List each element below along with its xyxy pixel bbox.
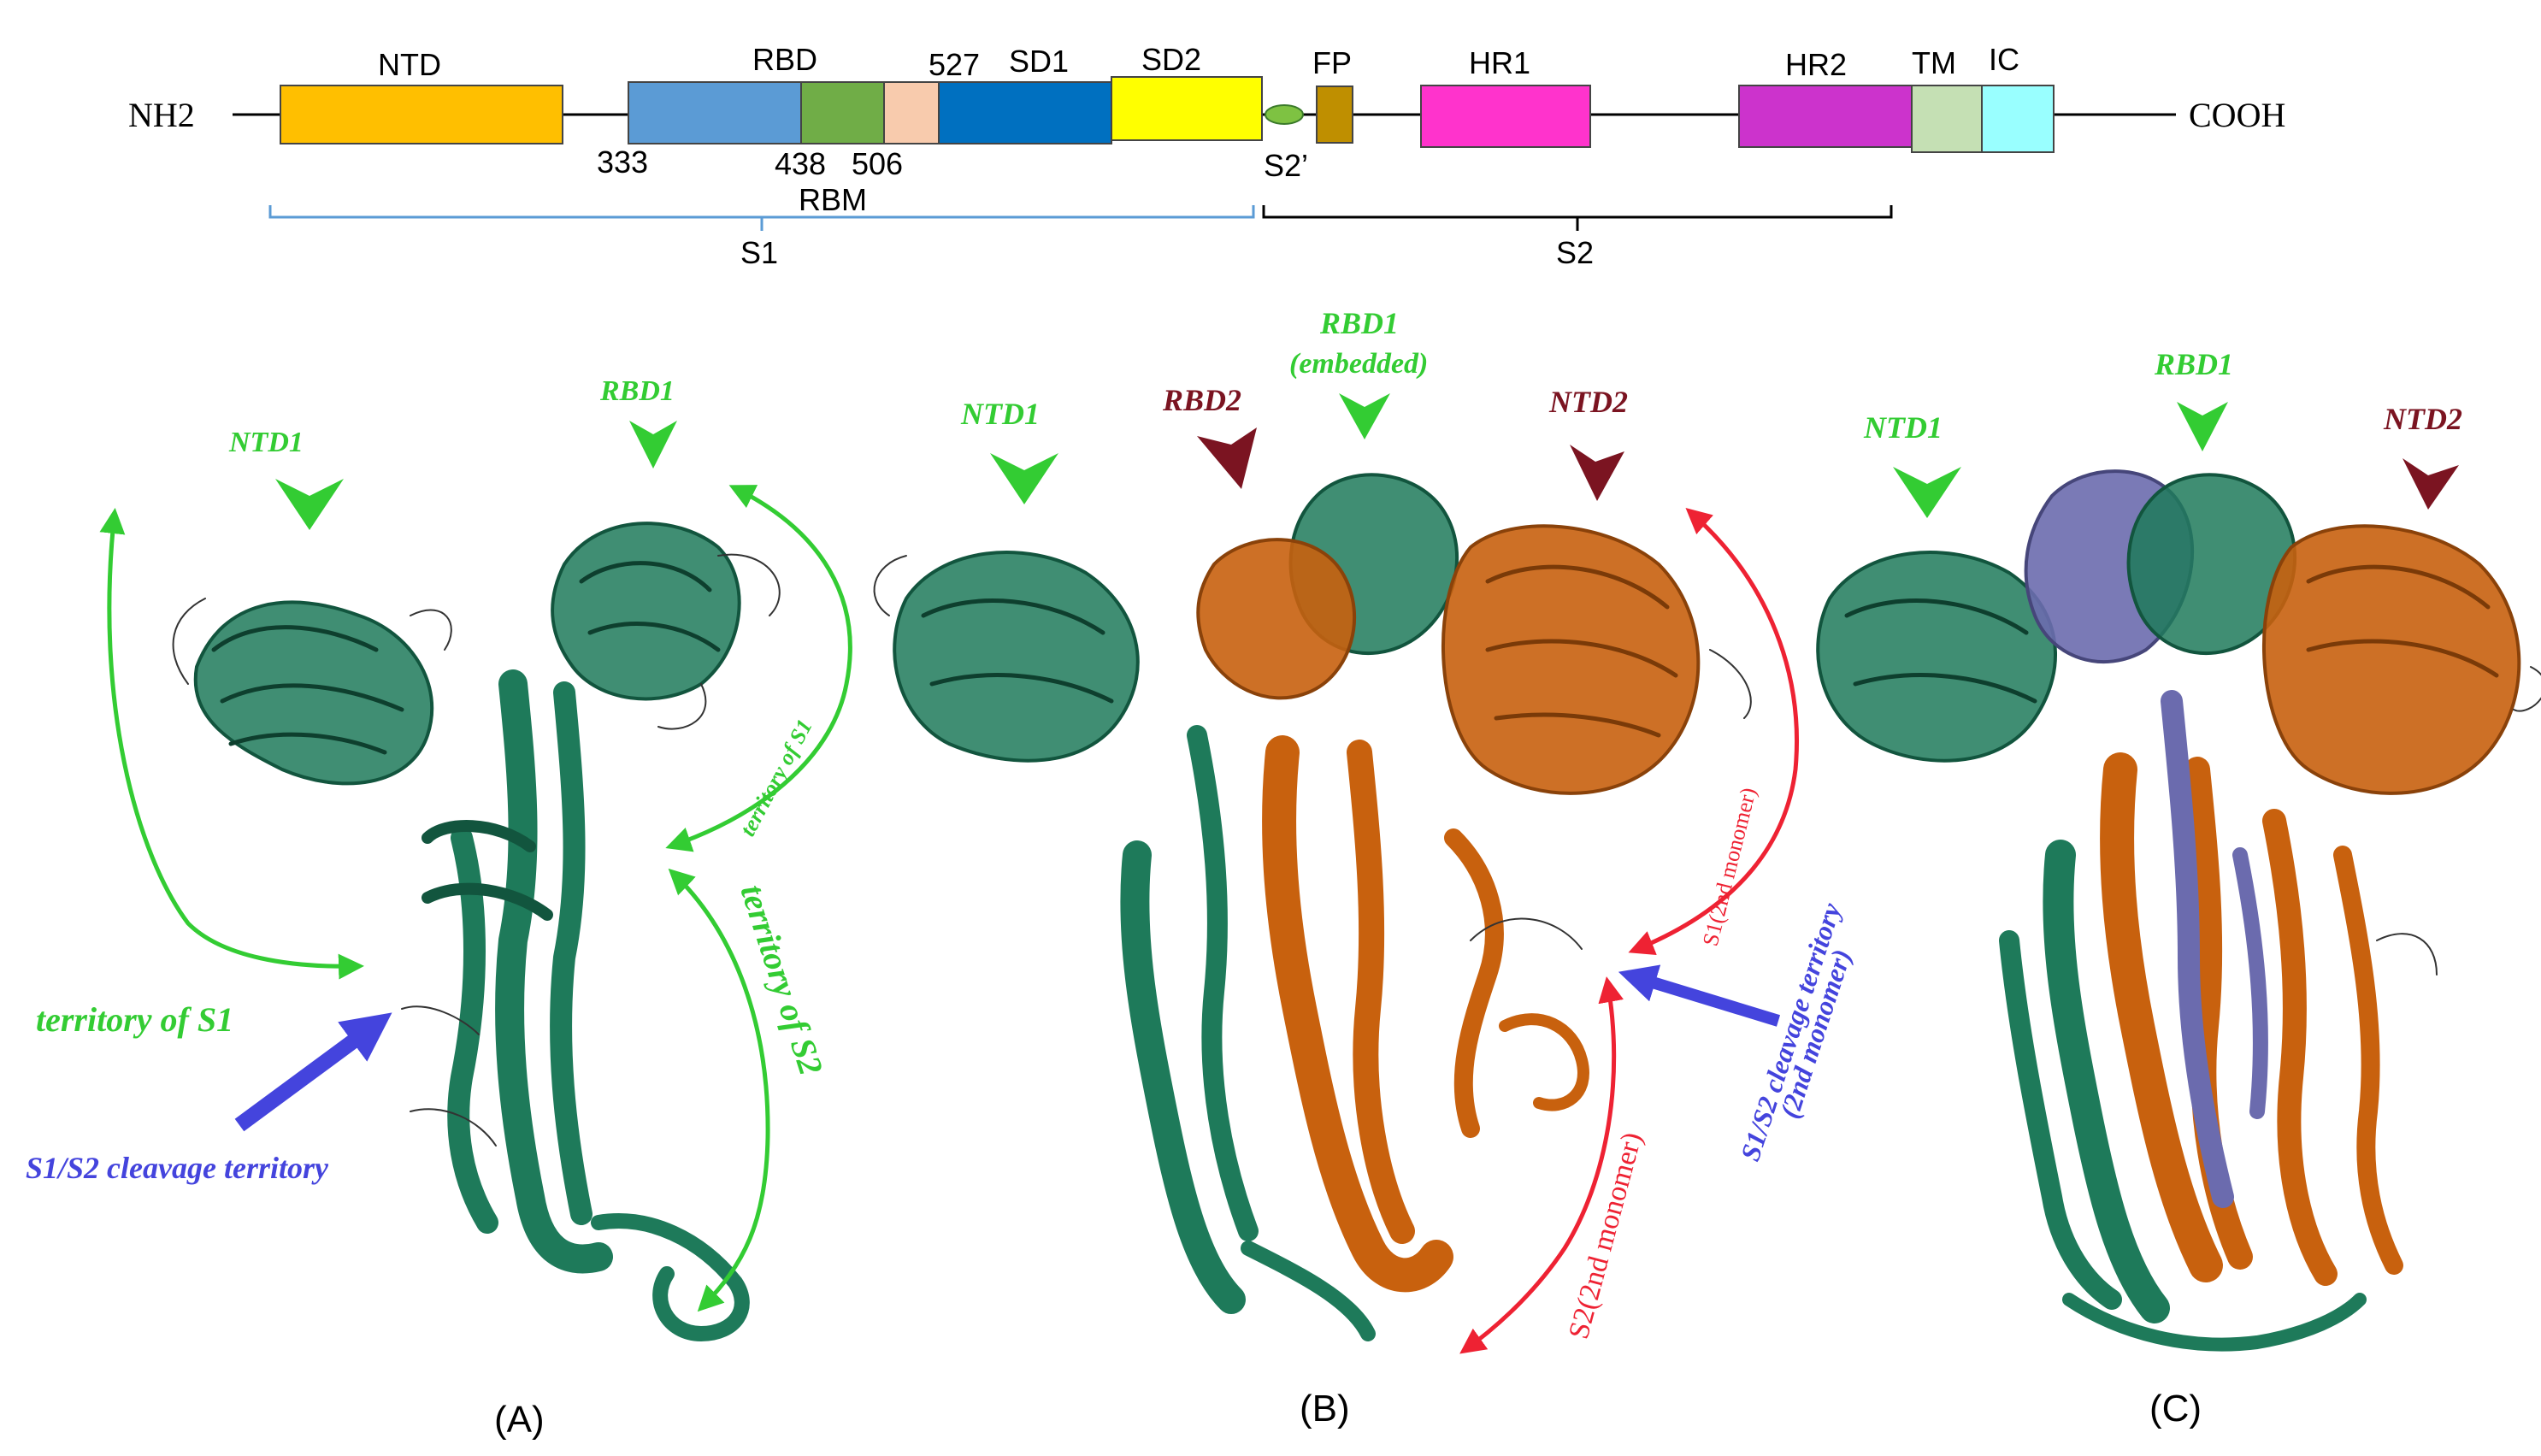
label-rbm: RBM — [799, 182, 867, 217]
label-438: 438 — [775, 146, 826, 181]
domain-rbm-green — [800, 81, 885, 144]
s1-bracket — [268, 205, 1255, 231]
panel-a-caption: (A) — [494, 1399, 545, 1441]
domain-rbm-peach — [883, 81, 940, 144]
panel-a-rbd-pointer — [629, 421, 677, 469]
panel-b-ntd1-pointer — [990, 453, 1058, 504]
panel-b-rbd2-pointer — [1197, 427, 1257, 489]
panel-b-ntd1-label: NTD1 — [960, 397, 1040, 431]
label-sd2: SD2 — [1141, 42, 1201, 77]
panel-b-rbd1-label: RBD1 — [1319, 306, 1399, 340]
panel-a-cleavage-label: S1/S2 cleavage territory — [26, 1151, 329, 1185]
panel-b-s2-second-arrow — [1459, 976, 1624, 1354]
panel-a-s1-right-arrow — [665, 485, 852, 852]
panel-c-ntd1-pointer — [1893, 467, 1961, 518]
label-sd1: SD1 — [1009, 44, 1069, 79]
panel-a-s2-arrow — [668, 868, 770, 1312]
panel-a-ntd-label: NTD1 — [228, 427, 304, 458]
panel-c-rbd1-label: RBD1 — [2154, 347, 2233, 381]
domain-map: NH2 COOH NTD RBD 527 SD1 SD2 FP HR1 HR2 … — [128, 42, 2285, 270]
label-fp: FP — [1312, 45, 1352, 80]
panel-c-ntd2-pointer — [2402, 458, 2459, 510]
panel-b: NTD1 RBD2 RBD1 (embedded) NTD2 S1(2nd mo… — [873, 306, 1857, 1429]
nh2-terminal: NH2 — [128, 96, 195, 134]
panel-b-s1-second-label: S1(2nd monomer) — [1698, 785, 1761, 948]
domain-ntd — [280, 85, 563, 144]
panel-b-ntd2-label: NTD2 — [1548, 385, 1628, 419]
panel-b-ntd2-pointer — [1570, 445, 1624, 501]
panel-c-caption: (C) — [2149, 1388, 2202, 1429]
cleavage-site-marker — [1265, 104, 1304, 125]
s2-bracket — [1262, 205, 1893, 231]
panel-b-rbd2-label: RBD2 — [1162, 383, 1241, 417]
panel-b-s2-second-label: S2(2nd monomer) — [1563, 1129, 1648, 1342]
domain-sd2 — [1111, 76, 1263, 141]
label-ic: IC — [1989, 42, 2019, 77]
panel-c-ntd2-label: NTD2 — [2383, 402, 2462, 436]
panel-a: NTD1 RBD1 territory of S1 territory of S… — [26, 375, 852, 1441]
label-ntd: NTD — [378, 47, 441, 82]
label-s2: S2 — [1556, 235, 1594, 270]
panel-c-ntd1-label: NTD1 — [1863, 410, 1943, 445]
cooh-terminal: COOH — [2189, 96, 2285, 134]
domain-hr1 — [1420, 85, 1591, 148]
label-527: 527 — [929, 47, 980, 82]
label-tm: TM — [1912, 45, 1956, 80]
domain-rbd — [628, 81, 802, 144]
panel-a-territory-s2: territory of S2 — [733, 880, 830, 1080]
domain-hr2 — [1738, 85, 1913, 148]
domain-fp — [1316, 85, 1353, 144]
panel-a-s1-left-arrow — [99, 508, 364, 980]
label-333: 333 — [597, 144, 648, 180]
panel-c: NTD1 RBD1 NTD2 (C) — [1816, 347, 2541, 1429]
panel-b-dimer-structure — [873, 473, 1752, 1341]
domain-ic — [1981, 85, 2055, 153]
domain-tm — [1911, 85, 1983, 153]
label-hr2: HR2 — [1785, 47, 1847, 82]
panel-a-ntd-pointer — [275, 479, 344, 530]
panel-b-s1-second-arrow — [1628, 508, 1799, 956]
label-s2-prime: S2’ — [1264, 148, 1308, 183]
label-hr1: HR1 — [1469, 45, 1530, 80]
domain-sd1 — [938, 81, 1112, 144]
panel-b-cleavage-arrow — [1618, 964, 1781, 1027]
panel-c-rbd1-pointer — [2177, 402, 2228, 451]
panel-b-rbd1-pointer — [1339, 393, 1390, 439]
label-rbd: RBD — [752, 42, 817, 77]
panel-b-rbd1-sub: (embedded) — [1289, 348, 1428, 380]
panel-c-trimer-structure — [1816, 469, 2541, 1352]
label-506: 506 — [852, 146, 903, 181]
panel-a-territory-s1-right: territory of S1 — [735, 716, 817, 840]
panel-a-rbd-label: RBD1 — [599, 375, 675, 407]
label-s1: S1 — [740, 235, 778, 270]
panel-b-caption: (B) — [1300, 1388, 1350, 1429]
panel-a-territory-s1-left: territory of S1 — [36, 1000, 233, 1039]
panel-a-monomer-structure — [172, 522, 781, 1341]
panel-a-cleavage-arrow — [234, 1012, 392, 1132]
